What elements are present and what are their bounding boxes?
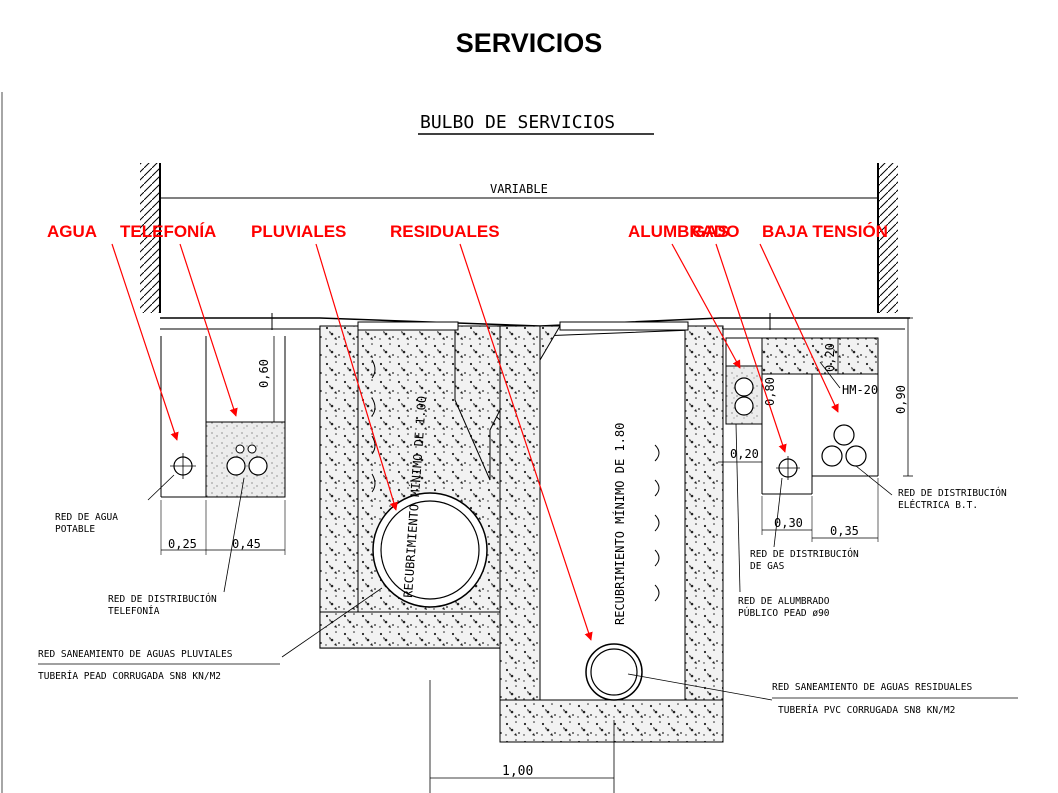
note-tel-2: TELEFONÍA <box>108 605 160 617</box>
dim-060: 0,60 <box>257 336 275 422</box>
electric-cable-icon <box>821 445 843 467</box>
svg-text:0,20: 0,20 <box>823 343 837 372</box>
bottom-dimensions-left: 0,25 0,45 <box>160 500 286 555</box>
note-elec-1: RED DE DISTRIBUCIÓN <box>898 487 1007 499</box>
svg-text:0,60: 0,60 <box>257 359 271 388</box>
alumbrado-trench <box>725 337 763 425</box>
water-trench <box>160 336 207 498</box>
svg-text:VARIABLE: VARIABLE <box>490 182 548 196</box>
svg-text:0,80: 0,80 <box>763 377 777 406</box>
callout-gas: GAS <box>692 222 729 241</box>
pluviales-pipe-icon <box>372 492 488 608</box>
callout-arrows <box>111 243 839 641</box>
bottom-dimensions-right: 0,20 0,30 0,35 <box>718 447 879 542</box>
svg-text:0,25: 0,25 <box>168 537 197 551</box>
note-elec-2: ELÉCTRICA B.T. <box>898 499 978 511</box>
note-pluv-2: TUBERÍA PEAD CORRUGADA SN8 KN/M2 <box>38 670 221 682</box>
note-gas-1: RED DE DISTRIBUCIÓN <box>750 548 859 560</box>
right-dimensions: 0,90 0,20 0,80 HM-20 <box>763 317 913 477</box>
slide-title: SERVICIOS <box>455 28 603 58</box>
telephony-trench <box>205 336 286 498</box>
residuales-pipe-icon <box>585 643 643 701</box>
hm20-label: HM-20 <box>842 383 878 397</box>
note-res-2: TUBERÍA PVC CORRUGADA SN8 KN/M2 <box>778 704 955 716</box>
svg-text:0,35: 0,35 <box>830 524 859 538</box>
svg-text:0,90: 0,90 <box>894 385 908 414</box>
cover-text-right: RECUBRIMIENTO MÍNIMO DE 1.80 <box>612 423 627 625</box>
svg-text:0,30: 0,30 <box>774 516 803 530</box>
notes: RED DE AGUA POTABLE RED DE DISTRIBUCIÓN … <box>38 487 1018 716</box>
note-alum-1: RED DE ALUMBRADO <box>738 596 830 607</box>
callout-labels: AGUA TELEFONÍA PLUVIALES RESIDUALES ALUM… <box>47 222 888 241</box>
electric-trench <box>761 337 879 477</box>
note-pluv-1: RED SANEAMIENTO DE AGUAS PLUVIALES <box>38 649 233 660</box>
telephony-duct-icon <box>226 456 246 476</box>
left-wall <box>140 163 161 313</box>
svg-text:0,45: 0,45 <box>232 537 261 551</box>
note-res-1: RED SANEAMIENTO DE AGUAS RESIDUALES <box>772 682 972 693</box>
callout-agua: AGUA <box>47 222 97 241</box>
note-agua-2: POTABLE <box>55 524 95 535</box>
callout-residuales: RESIDUALES <box>390 222 500 241</box>
callout-baja-tension: BAJA TENSIÓN <box>762 222 888 241</box>
manhole-frames <box>357 321 689 331</box>
alumbrado-duct-icon <box>734 377 754 397</box>
callout-alumbrado: ALUMBRADO <box>628 222 739 241</box>
drawing-title: BULBO DE SERVICIOS <box>420 112 615 133</box>
note-leaders <box>147 423 893 701</box>
dim-100: 1,00 <box>429 680 615 793</box>
pluviales-trench <box>319 325 531 649</box>
variable-dimension: VARIABLE <box>159 182 879 203</box>
note-gas-2: DE GAS <box>750 561 785 572</box>
note-agua-1: RED DE AGUA <box>55 512 118 523</box>
note-tel-1: RED DE DISTRIBUCIÓN <box>108 593 217 605</box>
note-alum-2: PÚBLICO PEAD ø90 <box>738 607 830 619</box>
callout-telefonia: TELEFONÍA <box>120 222 216 241</box>
svg-text:1,00: 1,00 <box>502 764 533 779</box>
svg-text:0,20: 0,20 <box>730 447 759 461</box>
right-wall <box>877 163 898 313</box>
residuales-trench <box>499 325 724 743</box>
callout-pluviales: PLUVIALES <box>251 222 346 241</box>
